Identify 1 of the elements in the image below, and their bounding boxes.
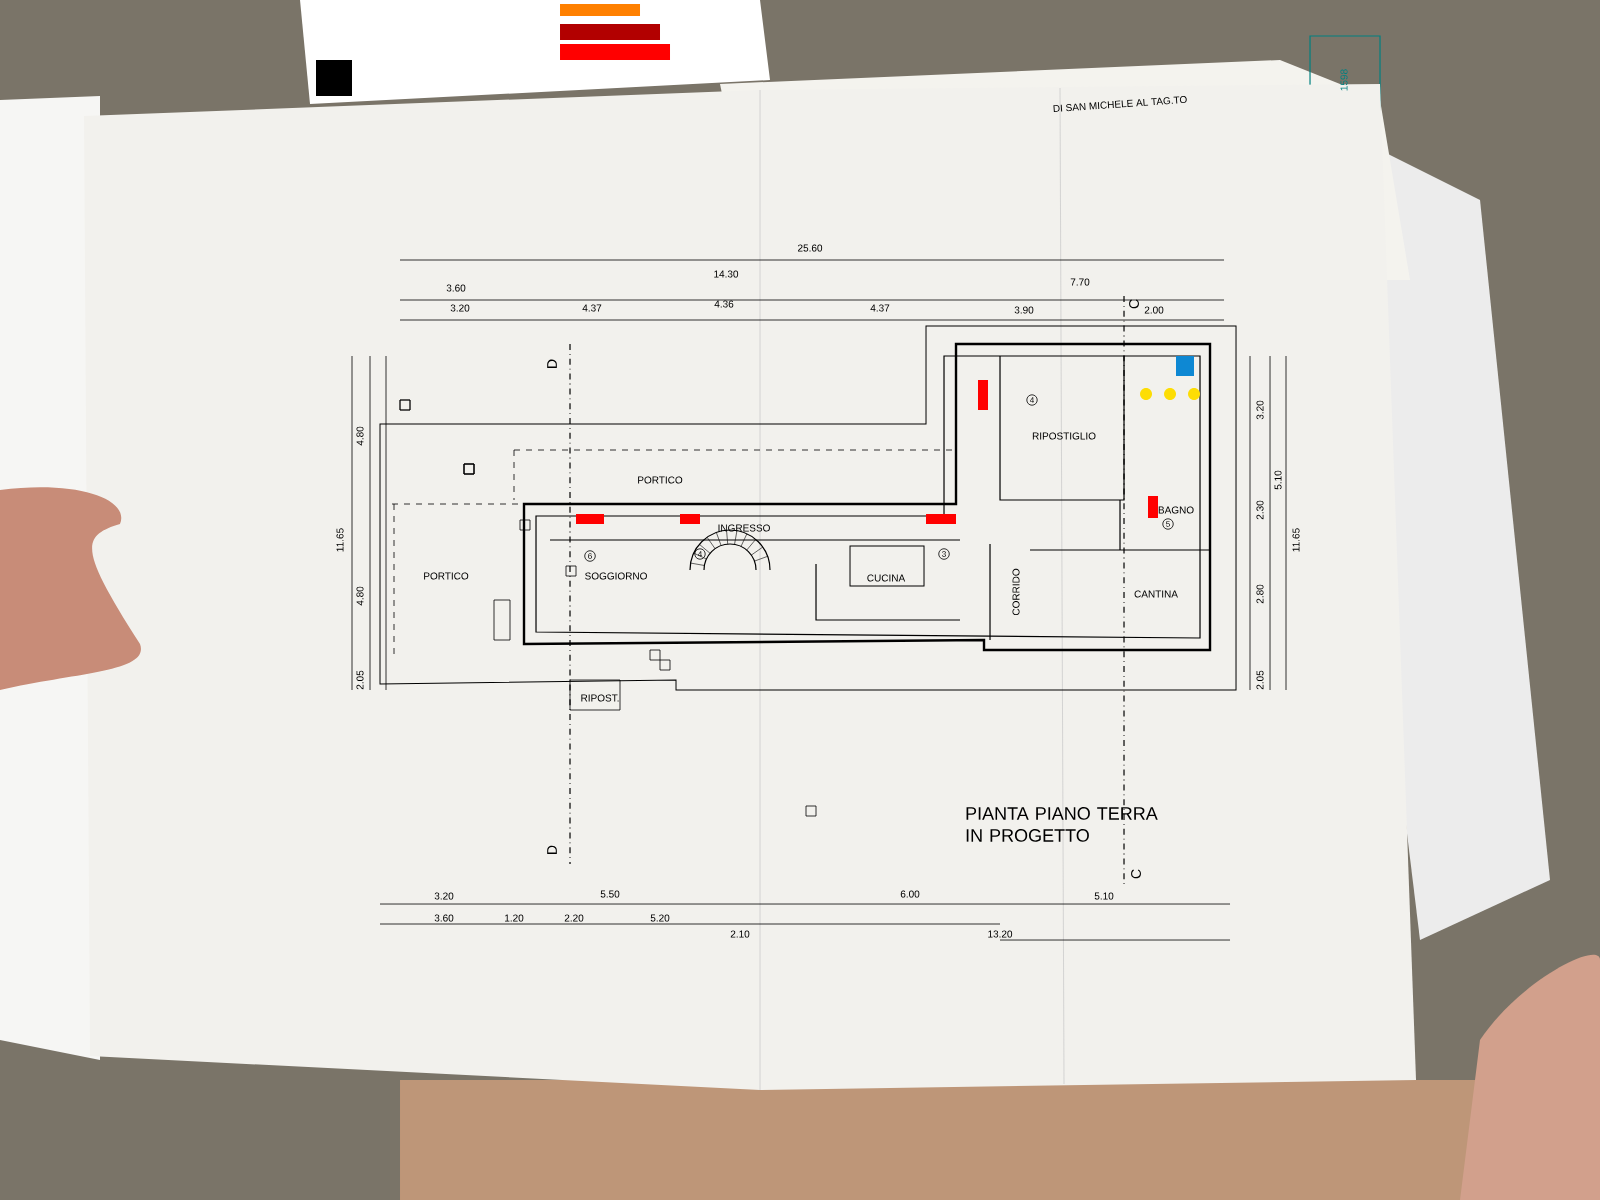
plan-title: PIANTA PIANO TERRA IN PROGETTO xyxy=(966,807,1158,842)
